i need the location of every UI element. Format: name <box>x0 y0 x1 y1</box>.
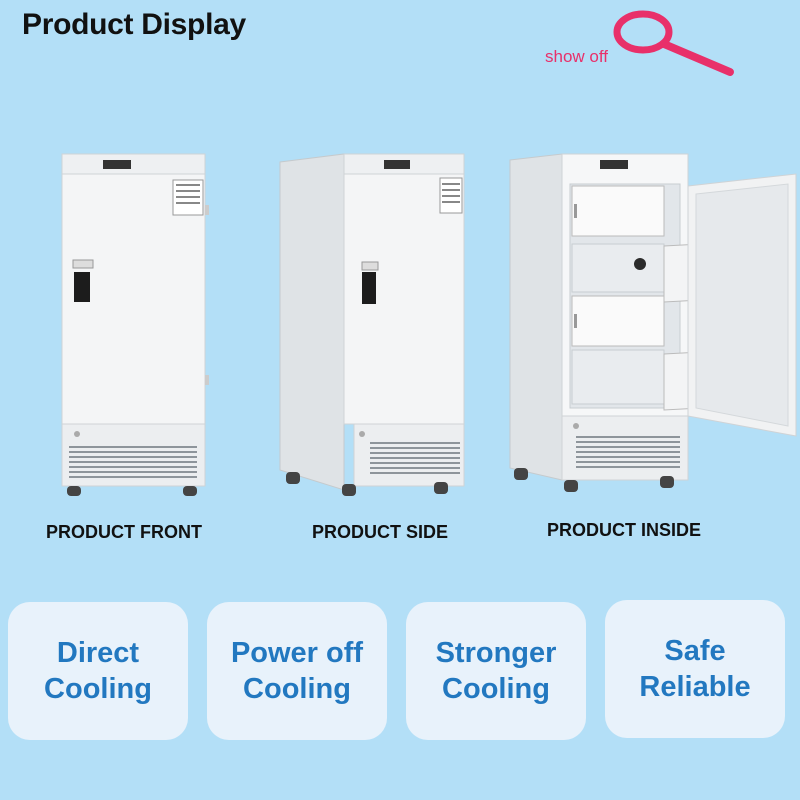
page-title: Product Display <box>22 8 246 41</box>
feature-card-power-off-cooling: Power off Cooling <box>207 602 387 740</box>
product-inside-image <box>500 150 800 500</box>
feature-card-stronger-cooling: Stronger Cooling <box>406 602 586 740</box>
caption-product-side: PRODUCT SIDE <box>312 522 449 542</box>
feature-card-safe-reliable: Safe Reliable <box>605 600 785 738</box>
feature-label: Power off Cooling <box>230 637 364 705</box>
magnifier-icon[interactable] <box>608 2 738 82</box>
product-side-image <box>270 150 480 500</box>
feature-label: Stronger Cooling <box>435 637 557 705</box>
feature-card-direct-cooling: Direct Cooling <box>8 602 188 740</box>
feature-label: Direct Cooling <box>44 637 152 705</box>
feature-label: Safe Reliable <box>639 635 751 703</box>
product-front-image <box>55 150 225 500</box>
caption-product-front: PRODUCT FRONT <box>46 522 202 542</box>
caption-product-inside: PRODUCT INSIDE <box>547 520 702 540</box>
show-off-label[interactable]: show off <box>545 47 609 66</box>
